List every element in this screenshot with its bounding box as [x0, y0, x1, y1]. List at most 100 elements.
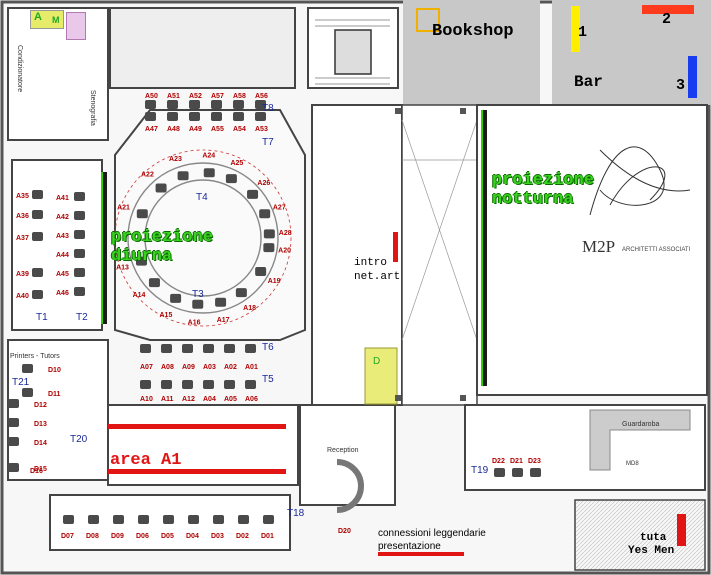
- chair: [211, 100, 222, 109]
- chair: [255, 100, 266, 109]
- intro-marker: [393, 232, 398, 262]
- chair: [233, 100, 244, 109]
- chair: [192, 299, 204, 309]
- chair: [32, 290, 43, 299]
- chair: [215, 297, 227, 307]
- seat-label: D23: [528, 458, 541, 465]
- chair: [167, 100, 178, 109]
- printers-label: Printers - Tutors: [10, 353, 60, 360]
- chair: [247, 189, 259, 199]
- seat-label: A50: [145, 93, 158, 100]
- seat-label: A22: [141, 172, 154, 179]
- seat-label: A39: [16, 271, 29, 278]
- seat-label: A57: [211, 93, 224, 100]
- chair: [263, 515, 274, 524]
- chair: [74, 211, 85, 220]
- chair: [161, 344, 172, 353]
- connessioni-label: connessioni leggendarie: [378, 528, 486, 539]
- am-sticker: [30, 10, 64, 29]
- seat-label: A21: [117, 205, 130, 212]
- table-label: T21: [12, 377, 30, 388]
- seat-label: A44: [56, 252, 69, 259]
- seat-label: A02: [224, 364, 237, 371]
- seat-label: A25: [230, 160, 243, 167]
- chair: [148, 278, 160, 288]
- seat-label: D16: [30, 468, 43, 475]
- seat-label: A26: [257, 180, 270, 187]
- seat-label: A51: [167, 93, 180, 100]
- chair: [74, 287, 85, 296]
- chair: [136, 209, 148, 219]
- seat-label: D11: [48, 391, 61, 398]
- seat-label: A23: [169, 156, 182, 163]
- seat-label: D05: [161, 533, 174, 540]
- area-a1-bar-bottom: [108, 469, 286, 474]
- guardaroba-label: Guardaroba: [622, 421, 660, 428]
- d-label: D: [373, 356, 381, 367]
- proiezione-diurna-line2: diurna: [111, 247, 173, 266]
- seat-label: A18: [243, 305, 256, 312]
- seat-label: A14: [133, 292, 146, 299]
- seat-label: A58: [233, 93, 246, 100]
- chair: [32, 210, 43, 219]
- seat-label: A41: [56, 195, 69, 202]
- chair: [8, 437, 19, 446]
- seat-label: D10: [48, 367, 61, 374]
- seat-label: A36: [16, 213, 29, 220]
- chair: [22, 364, 33, 373]
- chair: [177, 171, 189, 181]
- table-label: T4: [196, 192, 208, 203]
- seat-label: A08: [161, 364, 174, 371]
- seat-label: D07: [61, 533, 74, 540]
- seat-label: A10: [140, 396, 153, 403]
- chair: [74, 230, 85, 239]
- seat-label: A24: [202, 152, 215, 159]
- seat-label: A40: [16, 293, 29, 300]
- seat-label: A55: [211, 126, 224, 133]
- chair: [263, 229, 275, 239]
- proiezione-notturna-line2: notturna: [492, 190, 574, 209]
- chair: [255, 112, 266, 121]
- table-label: T6: [262, 342, 274, 353]
- chair: [238, 515, 249, 524]
- area-a1-label: area A1: [110, 451, 182, 470]
- bookshop-marker: [416, 8, 440, 32]
- seat-label: A48: [167, 126, 180, 133]
- presentazione-bar: [378, 552, 464, 556]
- chair: [233, 112, 244, 121]
- seat-label: A37: [16, 235, 29, 242]
- chair: [8, 463, 19, 472]
- chair: [155, 183, 167, 193]
- seat-label: A01: [245, 364, 258, 371]
- bar-zone-1-marker: [571, 6, 580, 52]
- seat-label: D09: [111, 533, 124, 540]
- seat-label: A27: [273, 205, 286, 212]
- chair: [88, 515, 99, 524]
- table-label: T2: [76, 312, 88, 323]
- chair: [32, 190, 43, 199]
- am-m: M: [52, 15, 60, 25]
- seat-label: A17: [217, 317, 230, 324]
- chair: [224, 344, 235, 353]
- chair: [255, 267, 267, 276]
- chair: [189, 100, 200, 109]
- chair: [145, 112, 156, 121]
- chair: [182, 380, 193, 389]
- chair: [245, 380, 256, 389]
- seat-label: A47: [145, 126, 158, 133]
- seat-label: D01: [261, 533, 274, 540]
- tuta-marker: [677, 514, 686, 546]
- chair: [213, 515, 224, 524]
- seat-label: D22: [492, 458, 505, 465]
- seat-label: A12: [182, 396, 195, 403]
- seat-label: A03: [203, 364, 216, 371]
- chair: [203, 380, 214, 389]
- proiezione-diurna-screen: [101, 172, 107, 324]
- seat-label: D08: [86, 533, 99, 540]
- chair: [263, 243, 275, 253]
- bookshop-area: [403, 0, 540, 105]
- chair: [138, 515, 149, 524]
- seat-label: A54: [233, 126, 246, 133]
